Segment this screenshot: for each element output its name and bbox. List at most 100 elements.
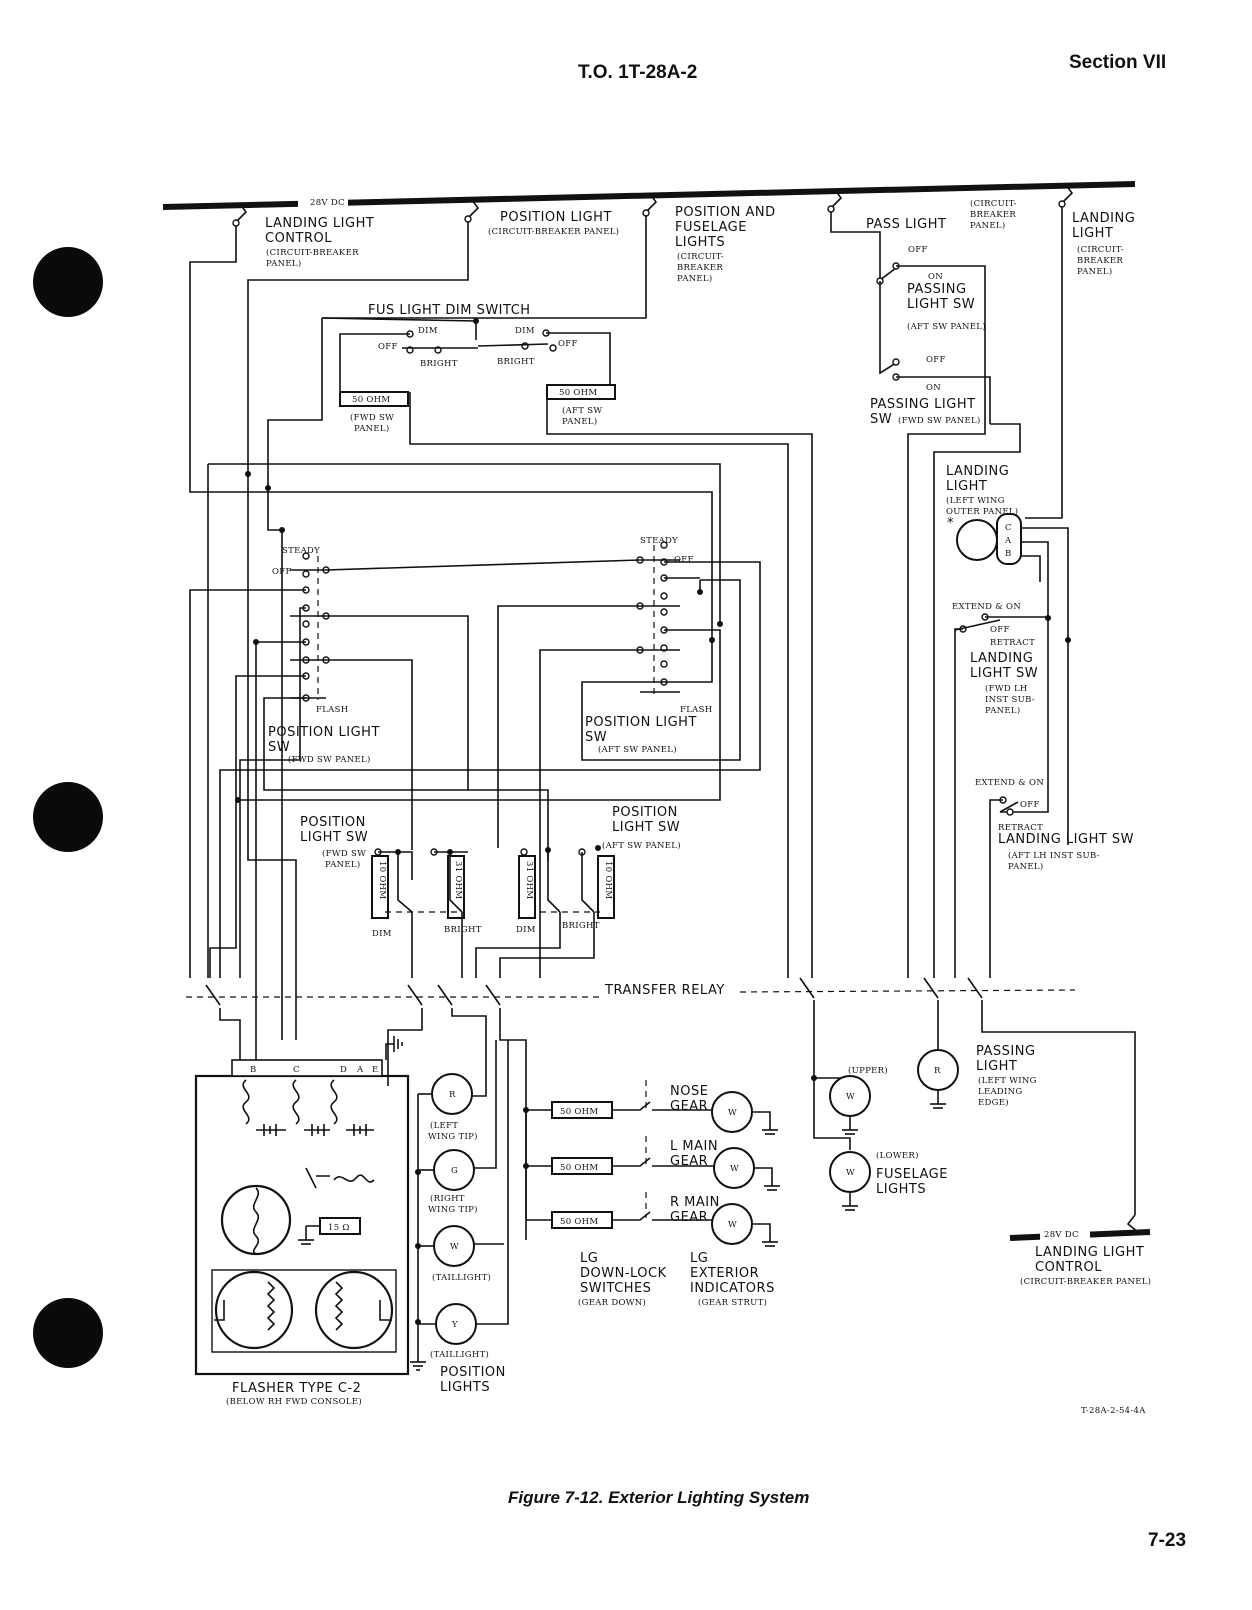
section-label: Section VII xyxy=(1069,52,1167,73)
svg-text:GEAR: GEAR xyxy=(670,1154,708,1169)
svg-text:DIM: DIM xyxy=(418,326,438,336)
figure-caption: Figure 7-12. Exterior Lighting System xyxy=(508,1488,810,1507)
fuselage-lights: W W (UPPER) (LOWER) FUSELAGE LIGHTS xyxy=(811,1065,948,1211)
gear-row-right-main: 50 OHM W R MAIN GEAR xyxy=(526,1192,778,1247)
svg-text:FLASH: FLASH xyxy=(316,705,348,715)
position-lamp-red: R (LEFT WING TIP) xyxy=(418,1073,478,1142)
svg-text:INST SUB-: INST SUB- xyxy=(985,695,1035,705)
svg-text:BREAKER: BREAKER xyxy=(1077,256,1123,266)
svg-text:(FWD SW PANEL): (FWD SW PANEL) xyxy=(288,754,371,765)
svg-text:15 Ω: 15 Ω xyxy=(328,1223,350,1233)
svg-text:A: A xyxy=(1004,536,1012,546)
svg-text:OFF: OFF xyxy=(908,245,928,255)
binder-hole xyxy=(33,247,103,317)
svg-text:(AFT SW: (AFT SW xyxy=(562,405,602,416)
svg-text:EXTEND & ON: EXTEND & ON xyxy=(952,602,1021,612)
svg-text:50 OHM: 50 OHM xyxy=(559,388,597,398)
binder-hole xyxy=(33,1298,103,1368)
transfer-relay-label: TRANSFER RELAY xyxy=(604,983,725,998)
svg-text:CONTROL: CONTROL xyxy=(1035,1260,1102,1275)
svg-text:(CIRCUIT-: (CIRCUIT- xyxy=(970,198,1017,209)
svg-text:PANEL): PANEL) xyxy=(266,258,301,269)
svg-text:BRIGHT: BRIGHT xyxy=(420,359,458,369)
svg-text:(AFT LH INST SUB-: (AFT LH INST SUB- xyxy=(1008,850,1100,861)
svg-text:OUTER PANEL): OUTER PANEL) xyxy=(946,506,1018,517)
svg-text:31 OHM: 31 OHM xyxy=(524,861,534,899)
svg-text:(FWD SW PANEL): (FWD SW PANEL) xyxy=(898,415,981,426)
svg-text:(LEFT WING: (LEFT WING xyxy=(946,495,1005,506)
svg-text:PANEL): PANEL) xyxy=(970,220,1005,231)
landing-light-connector xyxy=(996,513,1022,565)
svg-text:LIGHTS: LIGHTS xyxy=(675,235,725,250)
svg-text:EDGE): EDGE) xyxy=(978,1097,1009,1108)
passing-light: R PASSING LIGHT (LEFT WING LEADING EDGE) xyxy=(917,1044,1037,1109)
resistor-50-ohm xyxy=(339,391,409,407)
svg-text:PANEL): PANEL) xyxy=(325,859,360,870)
svg-text:PANEL): PANEL) xyxy=(354,423,389,434)
svg-text:DIM: DIM xyxy=(515,326,535,336)
svg-text:FUSELAGE: FUSELAGE xyxy=(876,1167,948,1182)
svg-text:R: R xyxy=(934,1066,941,1076)
flasher-location: (BELOW RH FWD CONSOLE) xyxy=(226,1396,362,1407)
svg-text:OFF: OFF xyxy=(990,625,1010,635)
svg-text:LEADING: LEADING xyxy=(978,1087,1023,1097)
gear-row-left-main: 50 OHM W L MAIN GEAR xyxy=(526,1136,780,1191)
svg-text:STEADY: STEADY xyxy=(282,546,320,556)
svg-text:W: W xyxy=(846,1092,855,1102)
svg-text:RETRACT: RETRACT xyxy=(998,823,1043,833)
svg-text:Y: Y xyxy=(451,1320,458,1330)
flasher-type-c2: B C D A E 15 Ω xyxy=(194,1036,410,1376)
svg-text:INDICATORS: INDICATORS xyxy=(690,1281,775,1296)
svg-text:LIGHT: LIGHT xyxy=(976,1059,1017,1074)
svg-text:(CIRCUIT-BREAKER: (CIRCUIT-BREAKER xyxy=(266,247,359,258)
breaker-pass-light: PASS LIGHT (CIRCUIT- BREAKER PANEL) xyxy=(827,189,1017,232)
svg-text:DOWN-LOCK: DOWN-LOCK xyxy=(580,1266,667,1281)
svg-text:POSITION LIGHT: POSITION LIGHT xyxy=(500,210,612,225)
svg-text:B: B xyxy=(1005,549,1012,559)
svg-text:LANDING: LANDING xyxy=(970,651,1033,666)
svg-text:OFF: OFF xyxy=(1020,800,1040,810)
svg-text:PANEL): PANEL) xyxy=(1077,266,1112,277)
svg-text:EXTERIOR: EXTERIOR xyxy=(690,1266,759,1281)
svg-text:GEAR: GEAR xyxy=(670,1099,708,1114)
svg-text:(AFT SW PANEL): (AFT SW PANEL) xyxy=(907,321,986,332)
svg-text:EXTEND & ON: EXTEND & ON xyxy=(975,778,1044,788)
svg-text:FUSELAGE: FUSELAGE xyxy=(675,220,747,235)
svg-text:(LEFT WING: (LEFT WING xyxy=(978,1075,1037,1086)
svg-text:BREAKER: BREAKER xyxy=(970,210,1016,220)
svg-text:LIGHT: LIGHT xyxy=(946,479,987,494)
svg-text:WING TIP): WING TIP) xyxy=(428,1204,478,1215)
svg-text:PASS LIGHT: PASS LIGHT xyxy=(866,217,946,232)
svg-text:C: C xyxy=(293,1065,300,1075)
svg-text:31 OHM: 31 OHM xyxy=(453,861,463,899)
svg-text:POSITION: POSITION xyxy=(300,815,366,830)
svg-text:E: E xyxy=(372,1065,379,1075)
svg-text:C: C xyxy=(1005,523,1012,533)
svg-text:(CIRCUIT-: (CIRCUIT- xyxy=(1077,244,1124,255)
svg-text:BRIGHT: BRIGHT xyxy=(444,925,482,935)
svg-text:LIGHT SW: LIGHT SW xyxy=(300,830,368,845)
svg-text:OFF: OFF xyxy=(926,355,946,365)
svg-text:(FWD SW: (FWD SW xyxy=(350,412,394,423)
breaker-position-light: POSITION LIGHT (CIRCUIT-BREAKER PANEL) xyxy=(464,199,619,237)
svg-text:SWITCHES: SWITCHES xyxy=(580,1281,651,1296)
landing-light-lamp xyxy=(956,519,998,561)
svg-text:PANEL): PANEL) xyxy=(677,273,712,284)
svg-text:DIM: DIM xyxy=(372,929,392,939)
svg-text:PASSING: PASSING xyxy=(907,282,967,297)
svg-text:50 OHM: 50 OHM xyxy=(560,1163,598,1173)
svg-text:WING TIP): WING TIP) xyxy=(428,1131,478,1142)
svg-text:(FWD LH: (FWD LH xyxy=(985,683,1028,694)
svg-text:50 OHM: 50 OHM xyxy=(560,1217,598,1227)
svg-text:RETRACT: RETRACT xyxy=(990,638,1035,648)
svg-text:POSITION LIGHT: POSITION LIGHT xyxy=(268,725,380,740)
svg-text:POSITION LIGHT: POSITION LIGHT xyxy=(585,715,697,730)
svg-text:*: * xyxy=(947,516,954,531)
svg-text:ON: ON xyxy=(926,383,941,393)
svg-text:R: R xyxy=(449,1090,456,1100)
breaker-landing-light: LANDING LIGHT (CIRCUIT- BREAKER PANEL) xyxy=(1058,184,1135,277)
svg-text:POSITION: POSITION xyxy=(440,1365,506,1380)
svg-text:SW: SW xyxy=(585,730,607,745)
svg-text:LG: LG xyxy=(690,1251,708,1266)
